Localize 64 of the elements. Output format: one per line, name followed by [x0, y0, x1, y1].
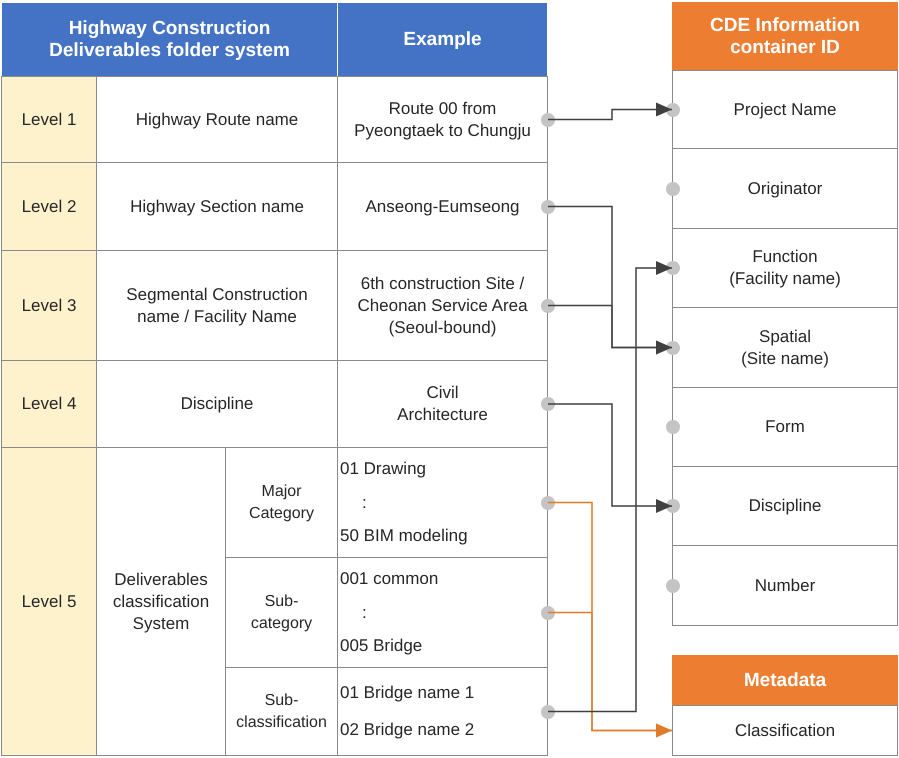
field-name: (Site name)	[741, 348, 829, 370]
table-cell	[672, 228, 898, 308]
table-cell	[1, 447, 97, 756]
category-label: Major Category	[248, 482, 315, 524]
table-cell	[337, 667, 548, 756]
level-name: Highway Route name	[136, 108, 298, 130]
table-cell	[672, 70, 898, 149]
level-name: Segmental Construction name / Facility Name	[125, 284, 309, 328]
example-text: 001 common	[340, 568, 438, 590]
level-name: Discipline	[180, 393, 254, 415]
table-cell	[672, 466, 898, 546]
field-name: Form	[765, 416, 805, 438]
level-name: Highway Section name	[130, 196, 304, 218]
example-text: 6th construction Site / Cheonan Service Area (Seoul-bound)	[356, 272, 529, 338]
example-text: 005 Bridge	[340, 634, 422, 657]
table-cell	[672, 307, 898, 388]
example-text: Route 00 from Pyeongtaek to Chungju	[353, 98, 532, 142]
connector-arrow	[548, 261, 672, 712]
field-name: Originator	[748, 178, 822, 200]
category-label: Sub-category	[250, 592, 314, 634]
field-name: Classification	[734, 720, 836, 742]
table-cell	[672, 705, 898, 756]
table-header	[672, 2, 898, 71]
table-cell	[672, 545, 898, 626]
table-cell	[672, 148, 898, 229]
example-text: 50 BIM modeling	[340, 524, 468, 547]
field-name: (Facility name)	[729, 268, 841, 290]
table-header	[1, 2, 338, 77]
field-name: Discipline	[748, 495, 822, 517]
level-label: Level 5	[22, 590, 76, 612]
field-name: Spatial	[759, 326, 811, 348]
example-text: Civil	[426, 382, 459, 404]
table-header	[672, 655, 898, 706]
level-label: Level 1	[22, 108, 76, 130]
example-text: Anseong-Eumseong	[365, 196, 520, 218]
table-header	[337, 2, 548, 77]
field-name: Number	[754, 574, 816, 596]
table-cell	[1, 76, 97, 163]
connector-arrow	[548, 403, 672, 513]
level-label: Level 2	[22, 196, 76, 218]
column-heading: Highway Construction Deliverables folder system	[48, 18, 291, 62]
category-label: Sub-classification	[235, 690, 328, 732]
connector-arrow	[548, 612, 672, 738]
column-heading: Example	[403, 28, 482, 50]
column-heading: Metadata	[744, 670, 826, 692]
connector-arrow	[548, 102, 672, 120]
example-text: 02 Bridge name 2	[340, 719, 474, 741]
example-text: 01 Bridge name 1	[340, 682, 474, 704]
example-text: :	[362, 602, 367, 624]
level-name: Deliverables classification System	[112, 568, 210, 634]
level-label: Level 4	[22, 393, 76, 415]
table-cell	[1, 250, 97, 361]
connector-arrow	[548, 304, 672, 354]
table-cell	[672, 387, 898, 467]
example-text: 01 Drawing	[340, 458, 426, 480]
example-text: :	[362, 492, 367, 514]
table-cell	[1, 162, 97, 251]
field-name: Project Name	[734, 98, 836, 120]
example-text: Architecture	[397, 404, 488, 426]
table-cell	[337, 76, 548, 163]
column-heading: CDE Information container ID	[709, 14, 861, 58]
field-name: Function	[752, 246, 818, 268]
level-label: Level 3	[22, 294, 76, 316]
table-cell	[1, 360, 97, 448]
